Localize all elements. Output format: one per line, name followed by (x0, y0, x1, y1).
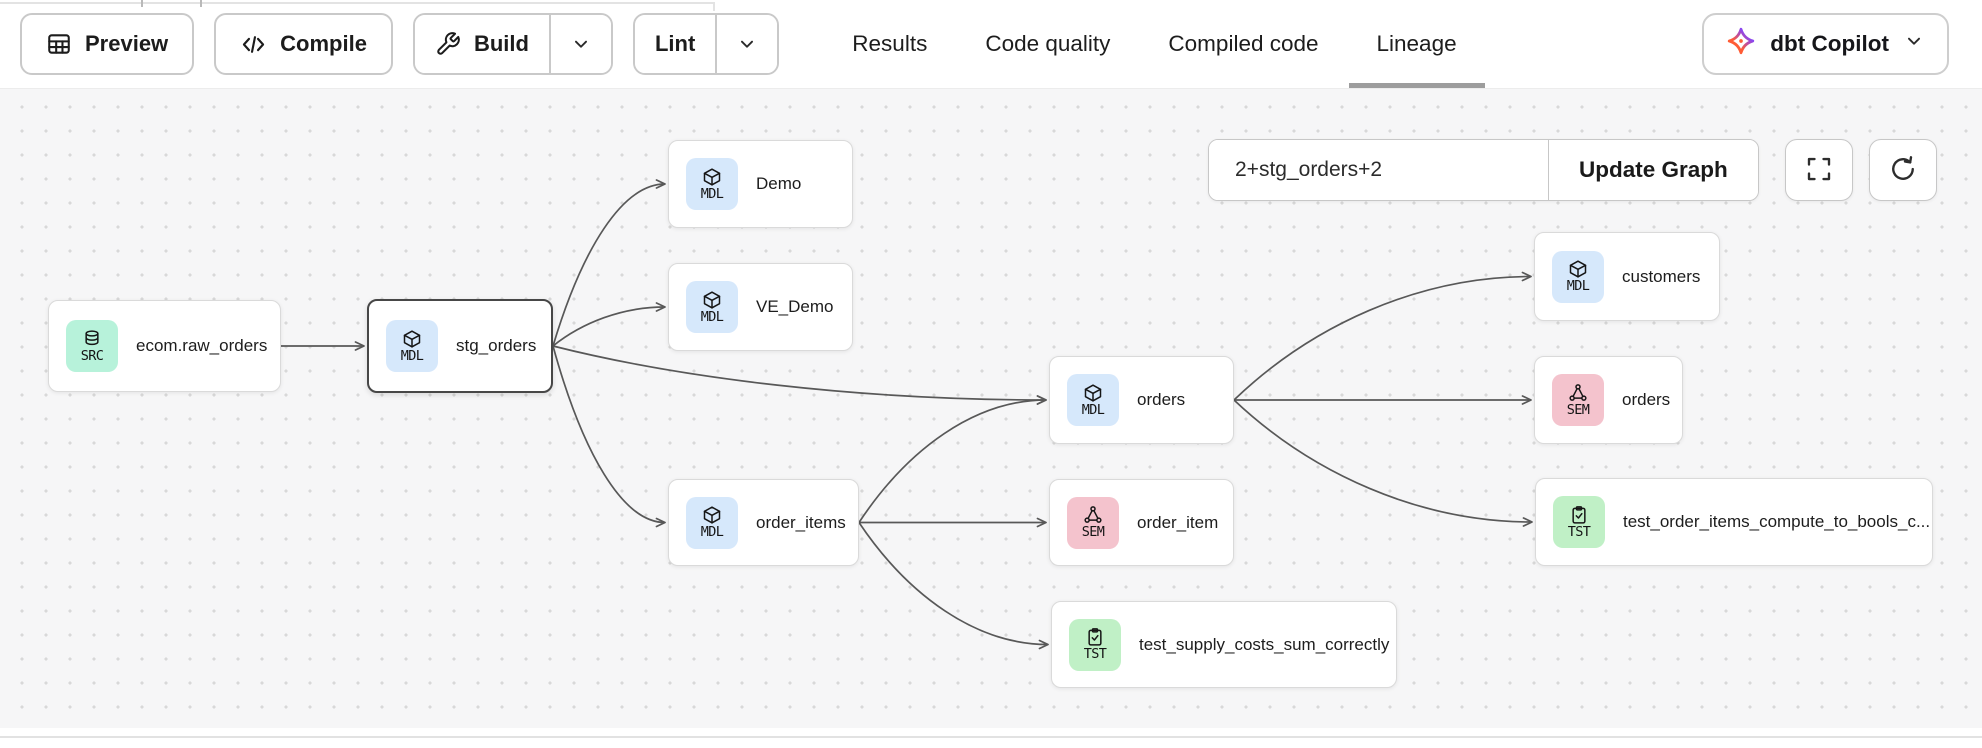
tab-results[interactable]: Results (823, 0, 956, 88)
database-icon (82, 329, 102, 349)
node-type-badge: TST (1069, 618, 1121, 671)
node-type-badge: SEM (1067, 496, 1119, 549)
node-type-badge: MDL (386, 320, 438, 372)
tab-code-quality[interactable]: Code quality (956, 0, 1139, 88)
graph-node-demo[interactable]: MDL Demo (668, 140, 853, 228)
semantic-network-icon (1083, 505, 1103, 525)
clipboard-check-icon (1569, 505, 1589, 525)
edge-orders-model-customers (1233, 271, 1532, 401)
compile-button-label: Compile (280, 31, 367, 56)
cube-icon (1083, 383, 1103, 403)
graph-node-ve-demo[interactable]: MDL VE_Demo (668, 263, 853, 351)
preview-button[interactable]: Preview (20, 13, 195, 75)
node-type-badge: MDL (686, 281, 738, 333)
upper-pane-tick (141, 0, 143, 7)
node-type-badge: SEM (1552, 374, 1604, 426)
graph-node-orders-model[interactable]: MDL orders (1049, 356, 1234, 444)
tab-compiled-code[interactable]: Compiled code (1139, 0, 1347, 88)
graph-node-test-supply[interactable]: TST test_supply_costs_sum_correctly (1051, 601, 1397, 688)
wrench-icon (435, 31, 461, 57)
copilot-area: dbt Copilot (1702, 13, 1982, 75)
refresh-icon (1888, 154, 1918, 187)
lineage-selector-group: Update Graph (1208, 139, 1759, 201)
graph-node-orders-sem[interactable]: SEM orders (1534, 356, 1683, 444)
chevron-down-icon (570, 33, 592, 55)
lint-dropdown-button[interactable] (715, 15, 778, 73)
dbt-copilot-button[interactable]: dbt Copilot (1702, 13, 1949, 75)
lint-button[interactable]: Lint (634, 15, 716, 73)
chevron-down-icon (1903, 30, 1925, 58)
fullscreen-icon (1804, 154, 1834, 187)
upper-pane-tick (200, 0, 202, 7)
node-type-badge: MDL (1067, 374, 1119, 426)
lineage-canvas[interactable]: SRC ecom.raw_orders MDL stg_orders MDL D… (0, 88, 1982, 738)
tab-lineage[interactable]: Lineage (1348, 0, 1486, 88)
dbt-copilot-label: dbt Copilot (1770, 31, 1889, 56)
upper-pane-edge (0, 2, 714, 4)
result-tabs: Results Code quality Compiled code Linea… (823, 0, 1485, 88)
build-dropdown-button[interactable] (548, 15, 611, 73)
lint-button-label: Lint (654, 31, 696, 56)
chevron-down-icon (736, 33, 758, 55)
table-icon (46, 31, 72, 57)
upper-pane-corner (713, 2, 715, 11)
node-type-badge: SRC (66, 320, 118, 372)
toolbar-actions: Preview Compile Build Lint (0, 13, 780, 75)
edge-stg-orders-orders-model (552, 345, 1047, 405)
bottom-strip (0, 728, 1982, 736)
clipboard-check-icon (1085, 627, 1105, 647)
edge-stg-orders-demo (552, 179, 666, 347)
node-type-badge: MDL (686, 158, 738, 210)
update-graph-button[interactable]: Update Graph (1548, 140, 1758, 200)
graph-node-stg-orders[interactable]: MDL stg_orders (367, 299, 553, 393)
code-icon (240, 31, 267, 58)
preview-button-label: Preview (85, 31, 169, 56)
cube-icon (702, 290, 722, 310)
build-button[interactable]: Build (414, 15, 549, 73)
dbt-copilot-icon (1726, 26, 1756, 62)
compile-button[interactable]: Compile (214, 13, 393, 75)
graph-node-customers[interactable]: MDL customers (1534, 232, 1720, 321)
edge-order-items-test-supply (858, 522, 1049, 650)
edge-stg-orders-ve-demo (552, 302, 666, 347)
build-button-label: Build (473, 31, 529, 56)
cube-icon (402, 329, 422, 349)
graph-node-order-items[interactable]: MDL order_items (668, 479, 859, 566)
build-split-button: Build (412, 13, 613, 75)
fullscreen-button[interactable] (1785, 139, 1853, 201)
node-type-badge: MDL (686, 496, 738, 549)
toolbar: Preview Compile Build Lint (0, 0, 1982, 88)
graph-node-ecom-raw-orders[interactable]: SRC ecom.raw_orders (48, 300, 281, 392)
graph-node-test-order-items[interactable]: TST test_order_items_compute_to_bools_c.… (1535, 478, 1933, 566)
cube-icon (1568, 259, 1588, 279)
edge-stg-orders-order-items (552, 345, 666, 528)
lineage-selector-input[interactable] (1209, 140, 1548, 200)
lint-split-button: Lint (632, 13, 780, 75)
node-type-badge: MDL (1552, 250, 1604, 303)
cube-icon (702, 505, 722, 525)
cube-icon (702, 167, 722, 187)
graph-node-order-item-sem[interactable]: SEM order_item (1049, 479, 1234, 566)
semantic-network-icon (1568, 383, 1588, 403)
refresh-button[interactable] (1869, 139, 1937, 201)
edge-orders-model-test-order-items (1233, 399, 1533, 527)
edge-order-items-orders-model (858, 395, 1047, 523)
node-type-badge: TST (1553, 496, 1605, 548)
